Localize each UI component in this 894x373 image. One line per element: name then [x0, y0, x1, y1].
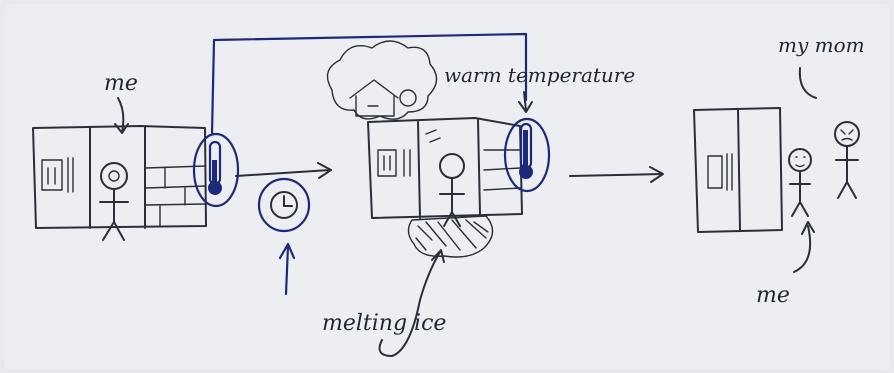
fridge-handle-icon	[41, 157, 74, 193]
label-me-bottom: me	[756, 283, 790, 308]
arrow-warm-icon	[518, 91, 533, 113]
house-icon	[349, 79, 417, 117]
arrow-me-top-icon	[114, 97, 129, 134]
cloud-icon	[326, 40, 438, 120]
arrow-icon-2	[569, 166, 664, 183]
thermometer-icon-2	[503, 117, 551, 193]
connector-bracket	[210, 32, 528, 136]
stick-figure-me-1	[99, 162, 129, 241]
scene-2-fridge	[367, 117, 523, 219]
arrow-up-icon	[278, 242, 296, 296]
stick-figure-mom	[834, 121, 860, 199]
label-warm-temperature: warm temperature	[444, 63, 635, 87]
arrow-icon-1	[235, 162, 332, 179]
label-my-mom: my mom	[778, 33, 865, 57]
clock-icon	[257, 177, 311, 233]
thermometer-icon-1	[192, 132, 240, 208]
label-melting-ice: melting ice	[322, 311, 446, 336]
melting-ice-puddle	[407, 215, 494, 258]
stick-figure-me-2	[439, 153, 465, 227]
fridge-shelves	[145, 165, 206, 227]
fridge-doors	[89, 126, 146, 229]
scene-3-fridge	[693, 107, 783, 233]
arrow-me-bottom-icon	[793, 221, 815, 273]
stick-figure-me-3	[788, 148, 812, 217]
label-me-top: me	[104, 71, 138, 96]
arrow-mom-icon	[798, 67, 817, 99]
arrow-melting-ice-icon	[378, 249, 445, 357]
paper-background	[4, 4, 890, 369]
